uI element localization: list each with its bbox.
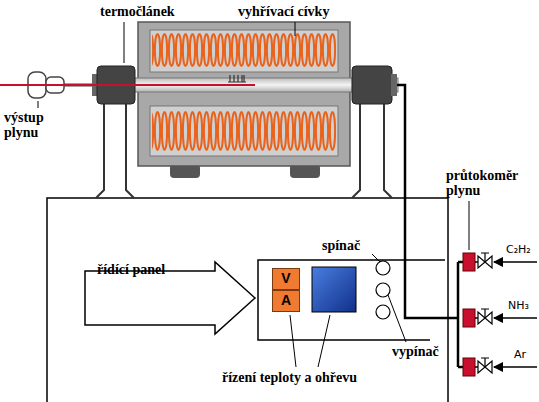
right-flange bbox=[352, 66, 392, 104]
node-text: A bbox=[281, 293, 291, 308]
control-panel-frame bbox=[258, 260, 445, 340]
upper-heater bbox=[150, 30, 338, 72]
node-text: V bbox=[281, 271, 290, 286]
leader-lines bbox=[38, 22, 469, 367]
part-label: termočlánek bbox=[100, 4, 175, 19]
gas-name: Ar bbox=[514, 349, 526, 361]
gas-pipe bbox=[397, 85, 458, 318]
arrow-shape bbox=[85, 262, 255, 334]
right-bracket bbox=[352, 104, 392, 198]
part-label: vyhřívací cívky bbox=[238, 4, 329, 19]
switch-button bbox=[376, 283, 390, 297]
pointer-arrow: řídící panel bbox=[85, 262, 255, 334]
part-label: průtokoměr plynu bbox=[446, 168, 536, 199]
part-label: vypínač bbox=[392, 344, 439, 359]
meter-box: V bbox=[272, 268, 300, 290]
node-text: řídící panel bbox=[85, 262, 165, 277]
part-label: řízení teploty a ohřevu bbox=[222, 370, 357, 385]
heating-coil bbox=[152, 110, 336, 152]
furnace-body bbox=[138, 22, 350, 166]
part-label: výstup plynu bbox=[4, 110, 60, 141]
part-label: spínač bbox=[322, 238, 360, 253]
gas-name: C₂H₂ bbox=[506, 244, 531, 256]
cabinet bbox=[47, 198, 448, 402]
flow-meter bbox=[463, 358, 475, 376]
flange-ring bbox=[391, 74, 397, 96]
thermocouple-wire bbox=[0, 84, 255, 86]
valve-symbol bbox=[478, 253, 492, 373]
switch-button bbox=[376, 261, 390, 275]
flow-meter bbox=[463, 309, 475, 327]
lower-heater bbox=[150, 106, 338, 156]
gas-manifold bbox=[458, 262, 463, 367]
gas-supply-lines bbox=[475, 262, 537, 367]
meter-box: A bbox=[272, 290, 300, 312]
sample-boat bbox=[228, 75, 246, 82]
temperature-controller bbox=[312, 267, 356, 312]
heating-coil bbox=[152, 32, 336, 68]
left-bracket bbox=[96, 104, 134, 198]
flow-meter bbox=[463, 253, 475, 271]
switch-button bbox=[376, 305, 390, 319]
gas-name: NH₃ bbox=[508, 300, 529, 312]
